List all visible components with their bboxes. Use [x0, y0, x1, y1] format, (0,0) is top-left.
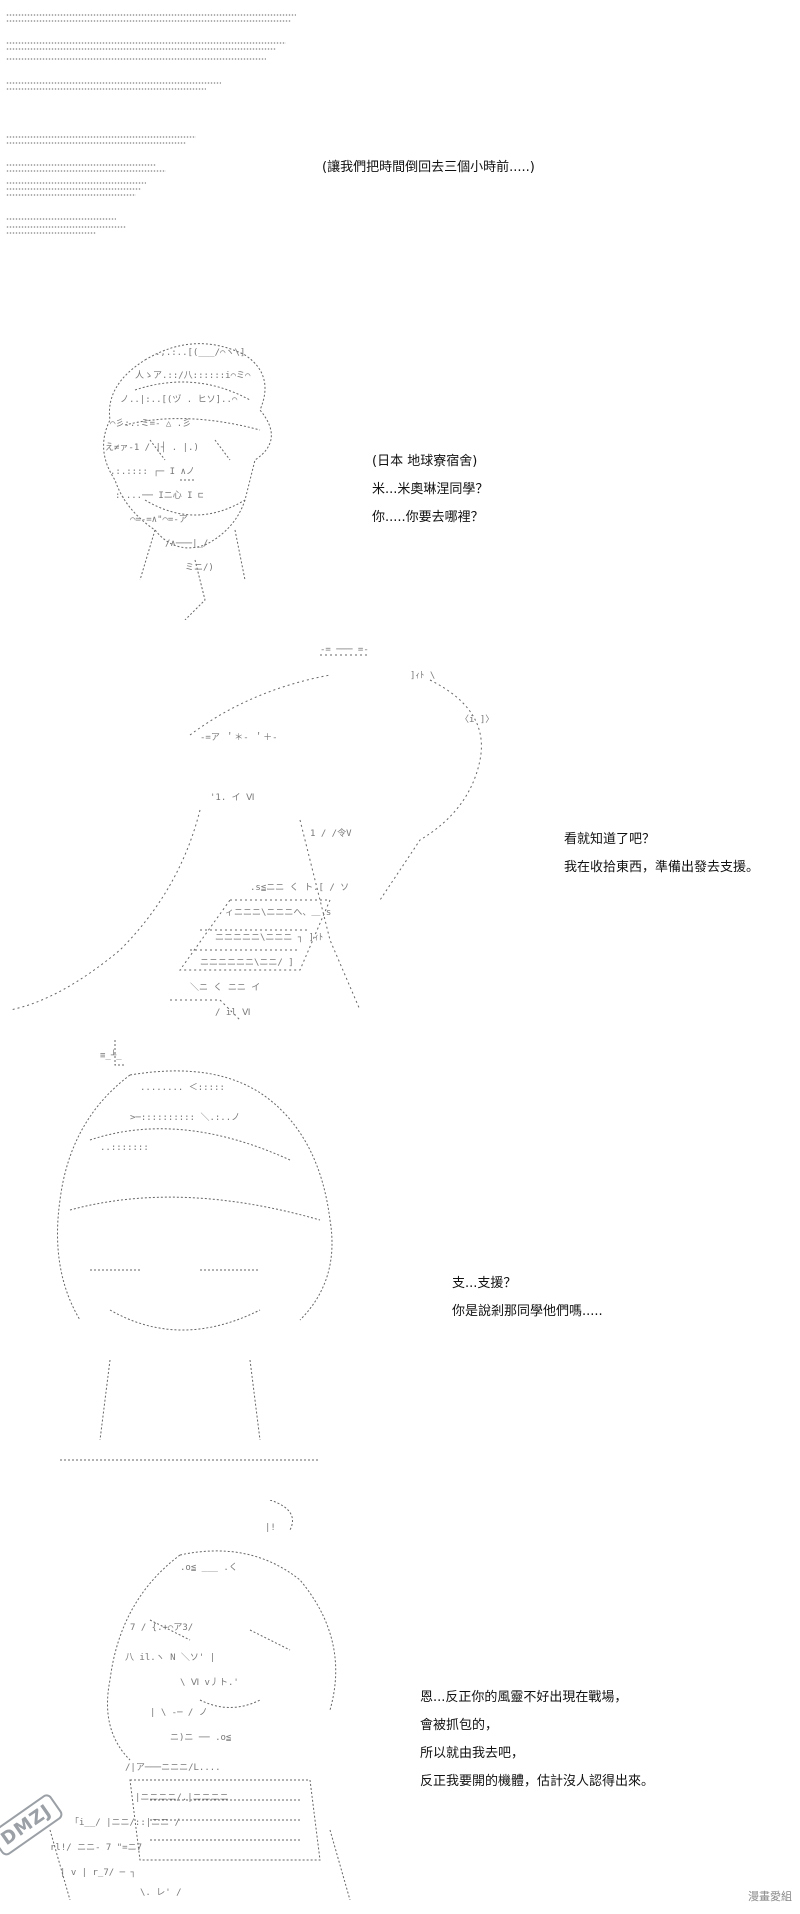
- dot-line: [6, 188, 141, 190]
- svg-text:/|ア───ニニニ/L....: /|ア───ニニニ/L....: [125, 1763, 221, 1773]
- dot-line: [6, 164, 156, 166]
- panel-3-art: ≡_┴_ ........ ＜::::: >─:::::::::: ＼.:..ノ…: [20, 1020, 350, 1480]
- dot-line: [6, 20, 291, 22]
- panel-2-caption: 看就知道了吧？ 我在收拾東西，準備出發去支援。: [564, 826, 759, 882]
- svg-text:rl!/ ニニ- 7 "=ニ7: rl!/ ニニ- 7 "=ニ7: [50, 1843, 142, 1853]
- corner-mark: 漫畫愛組: [748, 1890, 792, 1903]
- caption-line: 恩...反正你的風靈不好出現在戰場，: [420, 1690, 628, 1705]
- caption-line: 米...米奧琳涅同學？: [372, 482, 489, 497]
- svg-text::....── Iニ心 I ⊏: :....── Iニ心 I ⊏: [115, 490, 203, 501]
- dot-line: [6, 88, 206, 90]
- svg-text:| v | r_7/ ─ ┐: | v | r_7/ ─ ┐: [60, 1868, 136, 1878]
- svg-text:1 / /令V: 1 / /令V: [310, 827, 352, 839]
- dot-line: [6, 136, 196, 138]
- svg-text:|ニニニニ/.|ニニニニ: |ニニニニ/.|ニニニニ: [135, 1793, 229, 1803]
- svg-text:\ Ⅵ v丿ト.': \ Ⅵ v丿ト.': [180, 1678, 239, 1688]
- caption-line: 會被抓包的，: [420, 1718, 499, 1733]
- svg-text:＼ニ く ニニ イ: ＼ニ く ニニ イ: [190, 982, 260, 993]
- panel-2-art: -= ─── =- ]ｨﾄ \ 〈i ]〉 ‐=ア ＇＊‐ ＇＋‐ '1. イ …: [0, 640, 520, 1021]
- panel-4-caption: 恩...反正你的風靈不好出現在戰場， 會被抓包的， 所以就由我去吧， 反正我要開…: [420, 1684, 654, 1796]
- dot-line: [6, 170, 166, 172]
- svg-text:..::::::: :::::/iiiiiiii: ..::::::: :::::/iiiiiiiiii::/:::::: :/ii…: [100, 1143, 149, 1153]
- dot-line: [6, 182, 146, 184]
- svg-text:>─:::::::::: ＼.:..ノ: >─:::::::::: ＼.:..ノ: [130, 1112, 240, 1123]
- dot-line: [6, 218, 116, 220]
- caption-line: (日本 地球寮宿舍): [372, 454, 478, 469]
- panel-1-caption: (日本 地球寮宿舍) 米...米奧琳涅同學？ 你.....你要去哪裡？: [372, 448, 488, 532]
- svg-text:ミニ/): ミニ/): [185, 563, 214, 573]
- dot-line: [6, 226, 126, 228]
- caption-line: 支...支援？: [452, 1276, 517, 1291]
- panel-3-caption: 支...支援？ 你是說剎那同學他們嗎.....: [452, 1270, 603, 1326]
- svg-text:⌒=-=∧"⌒=-ア: ⌒=-=∧"⌒=-ア: [130, 515, 188, 525]
- caption-line: (讓我們把時間倒回去三個小時前.....): [322, 160, 535, 175]
- caption-line: 我在收拾東西，準備出發去支援。: [564, 860, 760, 875]
- svg-text:ィニニニ\ニニニへ、＿ s: ィニニニ\ニニニへ、＿ s: [225, 908, 331, 918]
- svg-text:| \ -─ / ノ: | \ -─ / ノ: [150, 1708, 208, 1718]
- svg-text:/ il Ⅵ: / il Ⅵ: [215, 1008, 250, 1018]
- svg-text:|!: |!: [265, 1523, 276, 1533]
- rewind-caption: (讓我們把時間倒回去三個小時前.....): [322, 154, 535, 182]
- svg-text:.:.:::: ┌─ I ∧ノ: .:.:::: ┌─ I ∧ノ: [110, 467, 195, 477]
- dot-line: [6, 14, 296, 16]
- svg-text:ニニニニニ\ニニニ ┐ ]ｨﾄ: ニニニニニ\ニニニ ┐ ]ｨﾄ: [215, 933, 323, 943]
- svg-text:「i__/ |ニニ/::|ニニ /: 「i__/ |ニニ/::|ニニ /: [70, 1817, 180, 1828]
- svg-text:〈i ]〉: 〈i ]〉: [460, 714, 494, 725]
- svg-text:.o≦ ___ .く: .o≦ ___ .く: [180, 1563, 238, 1573]
- svg-text:'1. イ Ⅵ: '1. イ Ⅵ: [210, 793, 254, 803]
- svg-text:.,.:..[(___/⌒ヽ\]: .,.:..[(___/⌒ヽ\]: [155, 348, 245, 358]
- caption-line: 你.....你要去哪裡？: [372, 510, 484, 525]
- svg-text:‐=ア ＇＊‐ ＇＋‐: ‐=ア ＇＊‐ ＇＋‐: [200, 732, 278, 743]
- character-packing-sketch: -= ─── =- ]ｨﾄ \ 〈i ]〉 ‐=ア ＇＊‐ ＇＋‐ '1. イ …: [9, 645, 494, 1021]
- dot-line: [6, 82, 221, 84]
- caption-line: 所以就由我去吧，: [420, 1746, 525, 1761]
- character-head-sketch: .,.:..[(___/⌒ヽ\] 人ゝア.::/八::::::i⌒ミ⌒ ノ..|…: [103, 343, 272, 621]
- dot-line: [6, 48, 276, 50]
- svg-text:ニニニニニニ\ニニ/ ]: ニニニニニニ\ニニ/ ]: [200, 958, 294, 968]
- dot-line: [6, 142, 186, 144]
- svg-text:ノ..|:..[(ヅ . ヒソ]..⌒: ノ..|:..[(ヅ . ヒソ]..⌒: [120, 394, 238, 405]
- caption-line: 反正我要開的機體，估計沒人認得出來。: [420, 1774, 655, 1789]
- svg-text:⌒彡:.:ミ=- △ .彡: ⌒彡:.:ミ=- △ .彡: [110, 418, 191, 429]
- svg-text:.s≦ニニ く ト.[ / ソ: .s≦ニニ く ト.[ / ソ: [250, 883, 349, 893]
- svg-text:\. レ' /: \. レ' /: [140, 1888, 182, 1898]
- panel-4-art: |! .o≦ ___ .く 7 / {.+⌒ア3/ 八 il.ヽ N ＼ソ' |…: [30, 1499, 360, 1901]
- caption-line: 你是說剎那同學他們嗎.....: [452, 1304, 603, 1319]
- dot-line: [6, 194, 136, 196]
- svg-text:7 / {.+⌒ア3/: 7 / {.+⌒ア3/: [130, 1623, 193, 1633]
- svg-text:]ｨﾄ \: ]ｨﾄ \: [410, 671, 435, 681]
- dot-line: [6, 232, 96, 234]
- svg-text:人ゝア.::/八::::::i⌒ミ⌒: 人ゝア.::/八::::::i⌒ミ⌒: [135, 370, 251, 381]
- dot-line: [6, 58, 266, 60]
- svg-text:八 il.ヽ N ＼ソ' |: 八 il.ヽ N ＼ソ' |: [125, 1652, 215, 1663]
- svg-text:/∧───|_/: /∧───|_/: [165, 539, 208, 549]
- svg-text:-= ─── =-: -= ─── =-: [320, 645, 369, 655]
- svg-text:ニ)ニ ── .o≦: ニ)ニ ── .o≦: [170, 1733, 232, 1743]
- svg-text:........ ＜:::::: ........ ＜:::::: [140, 1083, 225, 1093]
- character-surprised-sketch: ≡_┴_ ........ ＜::::: >─:::::::::: ＼.:..ノ…: [57, 1040, 333, 1461]
- dot-line: [6, 42, 286, 44]
- svg-text:え≠ァ-1 / |┤ . |.): え≠ァ-1 / |┤ . |.): [105, 441, 199, 453]
- svg-text:≡_┴_: ≡_┴_: [100, 1049, 122, 1061]
- watermark-text: DMZJ: [0, 1792, 65, 1858]
- caption-line: 看就知道了吧？: [564, 832, 656, 847]
- panel-1-art: .,.:..[(___/⌒ヽ\] 人ゝア.::/八::::::i⌒ミ⌒ ノ..|…: [85, 330, 305, 621]
- character-explaining-sketch: |! .o≦ ___ .く 7 / {.+⌒ア3/ 八 il.ヽ N ＼ソ' |…: [49, 1499, 351, 1901]
